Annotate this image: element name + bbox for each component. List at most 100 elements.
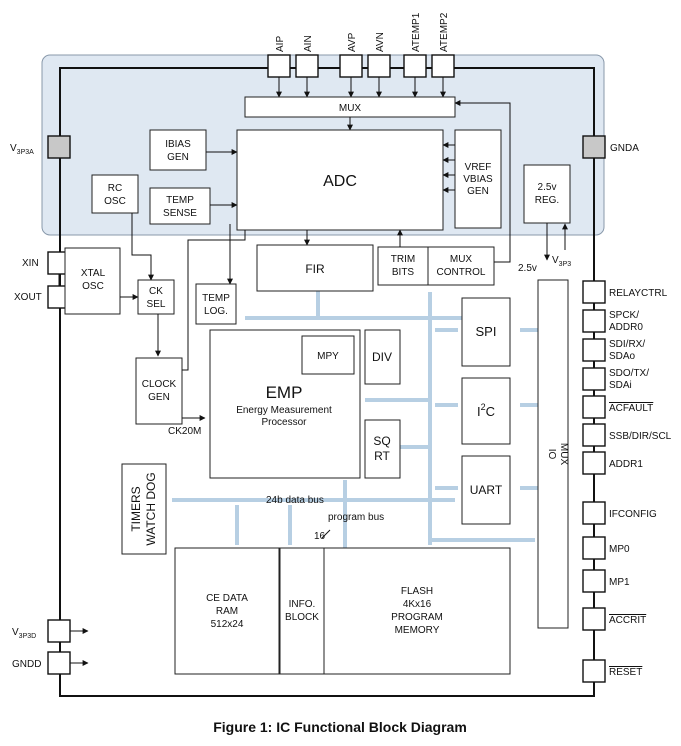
pin-avn xyxy=(367,54,391,78)
ck-sel-label-line1: CK xyxy=(149,286,163,297)
ck20m-label: CK20M xyxy=(168,426,201,437)
ce-data-label-line2: RAM xyxy=(216,606,238,617)
adc-block xyxy=(236,129,444,231)
temp-sense-label-line1: TEMP xyxy=(166,195,194,206)
clock-gen-block xyxy=(135,357,183,425)
program-bus-label: program bus xyxy=(328,512,384,523)
flash-label-line3: PROGRAM xyxy=(391,612,443,623)
pin-label-sdao: SDAo xyxy=(609,351,636,362)
pin-aip xyxy=(267,54,291,78)
pin-label-sdo: SDO/TX/ xyxy=(609,368,649,379)
ibias-gen-block xyxy=(149,129,207,171)
right-pin-column: RELAYCTRL SPCK/ ADDR0 SDI/RX/ SDAo SDO/T… xyxy=(582,280,672,683)
rc-osc-label-line2: OSC xyxy=(104,196,126,207)
pin-mp1 xyxy=(582,569,606,593)
flash-label-line1: FLASH xyxy=(401,586,433,597)
sqrt-block xyxy=(364,419,401,479)
uart-block xyxy=(461,455,511,525)
ce-data-label-line3: 512x24 xyxy=(211,619,244,630)
rc-osc-block xyxy=(91,174,139,214)
pin-ifconfig xyxy=(582,501,606,525)
temp-log-block xyxy=(195,283,237,325)
pin-gndd xyxy=(47,651,71,675)
v25-label: 2.5v xyxy=(518,263,537,274)
pin-ssb xyxy=(582,423,606,447)
pin-reset xyxy=(582,659,606,683)
emp-title: EMP xyxy=(266,383,303,402)
pin-label-addr0: ADDR0 xyxy=(609,322,643,333)
pin-label-ain: AIN xyxy=(303,35,314,52)
pin-label-avn: AVN xyxy=(375,32,386,52)
emp-sub-line1: Energy Measurement xyxy=(236,405,332,416)
uart-label: UART xyxy=(470,483,503,497)
pin-label-addr1: ADDR1 xyxy=(609,459,643,470)
temp-log-label-line1: TEMP xyxy=(202,293,230,304)
sqrt-label-line1: SQ xyxy=(373,434,390,448)
rc-osc-label-line1: RC xyxy=(108,183,122,194)
pin-sdo xyxy=(582,367,606,391)
vref-gen-block xyxy=(454,129,502,229)
io-mux-label-line1: IO xyxy=(546,449,557,460)
pin-label-gnda: GNDA xyxy=(610,143,639,154)
xtal-label-line1: XTAL xyxy=(81,268,106,279)
div-block xyxy=(364,329,401,385)
pin-label-sdai: SDAi xyxy=(609,380,632,391)
pin-ain xyxy=(295,54,319,78)
ck-sel-label-line2: SEL xyxy=(147,299,166,310)
pin-v3p3a xyxy=(47,135,71,159)
pin-relayctrl xyxy=(582,280,606,304)
temp-sense-block xyxy=(149,187,211,225)
ce-data-label-line1: CE DATA xyxy=(206,593,248,604)
mux-control-label-line2: CONTROL xyxy=(437,267,486,278)
div-label: DIV xyxy=(372,350,392,364)
top-pins: AIP AIN AVP AVN ATEMP1 ATEMP2 xyxy=(267,12,455,98)
xtal-osc-block xyxy=(64,247,121,315)
pin-label-aip: AIP xyxy=(275,36,286,52)
fir-label: FIR xyxy=(305,262,325,276)
pin-accrit xyxy=(582,607,606,631)
io-mux-label-line2: MUX xyxy=(558,443,569,466)
mux-label: MUX xyxy=(339,103,362,114)
xtal-label-line2: OSC xyxy=(82,281,104,292)
pin-sdi xyxy=(582,338,606,362)
mux-control-label-line1: MUX xyxy=(450,254,473,265)
pin-label-relayctrl: RELAYCTRL xyxy=(609,288,668,299)
pin-label-mp0: MP0 xyxy=(609,544,630,555)
info-label-line2: BLOCK xyxy=(285,612,319,623)
ck-sel-block xyxy=(137,279,175,315)
regulator-block xyxy=(523,164,571,224)
data-bus-network xyxy=(172,290,538,548)
reg-label-line1: 2.5v xyxy=(538,182,557,193)
flash-block xyxy=(323,547,511,675)
info-label-line1: INFO. xyxy=(289,599,316,610)
ibias-label-line2: GEN xyxy=(167,152,189,163)
figure-caption: Figure 1: IC Functional Block Diagram xyxy=(213,719,467,735)
pin-label-ssb: SSB/DIR/SCL xyxy=(609,431,672,442)
pin-avp xyxy=(339,54,363,78)
info-block xyxy=(279,547,325,675)
trim-bits-block xyxy=(377,246,429,286)
emp-sub-line2: Processor xyxy=(261,417,307,428)
adc-label: ADC xyxy=(323,173,357,190)
temp-sense-label-line2: SENSE xyxy=(163,208,197,219)
spi-label: SPI xyxy=(476,324,497,339)
clock-gen-label-line1: CLOCK xyxy=(142,379,177,390)
bus-width-label: 16 xyxy=(314,531,326,542)
trim-label-line1: TRIM xyxy=(391,254,415,265)
pin-label-accrit: ACCRIT xyxy=(609,615,646,626)
watchdog-label: WATCH DOG xyxy=(144,472,158,545)
pin-label-v3p3a: V3P3A xyxy=(10,143,34,156)
reg-label-line2: REG. xyxy=(535,195,559,206)
pin-spck xyxy=(582,309,606,333)
clock-gen-label-line2: GEN xyxy=(148,392,170,403)
pin-addr1 xyxy=(582,451,606,475)
pin-v3p3d xyxy=(47,619,71,643)
fir-block xyxy=(256,244,374,292)
timers-watchdog-block xyxy=(121,463,167,555)
vref-label-line1: VREF xyxy=(465,162,492,173)
pin-label-acfault: ACFAULT xyxy=(609,403,653,414)
trim-label-line2: BITS xyxy=(392,267,415,278)
pin-gnda xyxy=(582,135,606,159)
pin-label-atemp2: ATEMP2 xyxy=(439,12,450,52)
